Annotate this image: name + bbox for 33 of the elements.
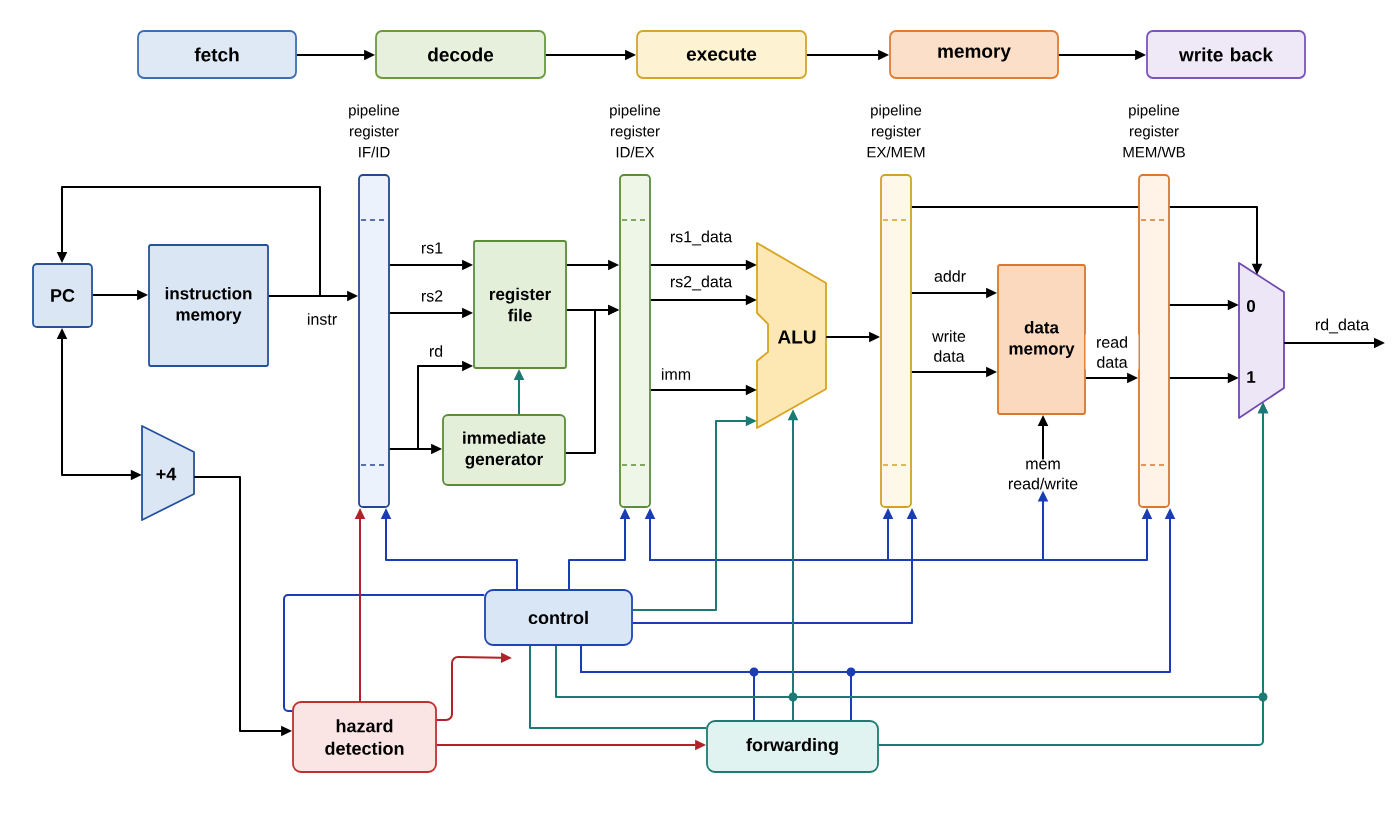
stage-box: execute: [636, 30, 807, 79]
register-box: PC: [32, 263, 93, 328]
process-box: control: [484, 589, 633, 646]
register-label: pipeline register IF/ID: [349, 104, 400, 158]
edge-label: rs2_data: [668, 274, 734, 292]
edge-label: instr: [305, 311, 339, 327]
process-box: immediate generator: [442, 414, 566, 486]
process-box: forwarding: [706, 720, 879, 773]
memory-box: data memory: [997, 264, 1086, 415]
connector-line: [529, 644, 708, 729]
edge-label: rd: [427, 343, 445, 359]
edge-label: imm: [659, 366, 693, 382]
stage-box: memory: [889, 30, 1059, 79]
register-file-box: register file: [473, 240, 567, 369]
multiplexer: 0 1: [1238, 262, 1285, 419]
connector-line: [910, 206, 1140, 208]
memory-box: instruction memory: [148, 244, 269, 367]
process-box: hazard detection: [292, 701, 437, 773]
stage-box: decode: [375, 30, 546, 79]
connector-line: [283, 594, 486, 712]
edge-label: rd_data: [1313, 317, 1371, 335]
edge-label: rs1_data: [668, 229, 734, 247]
stage-box: fetch: [137, 30, 297, 79]
edge-label: addr: [932, 268, 968, 284]
stage-box: write back: [1146, 30, 1306, 79]
register-label: pipeline register ID/EX: [610, 104, 661, 158]
edge-label: rs2: [419, 288, 445, 304]
edge-label: write data: [922, 328, 976, 364]
edge-label: rs1: [419, 240, 445, 256]
register-label: pipeline register EX/MEM: [867, 104, 925, 158]
register-label: pipeline register MEM/WB: [1123, 104, 1185, 158]
edge-label: read data: [1085, 334, 1139, 370]
signal-label: mem read/write: [1008, 460, 1078, 490]
